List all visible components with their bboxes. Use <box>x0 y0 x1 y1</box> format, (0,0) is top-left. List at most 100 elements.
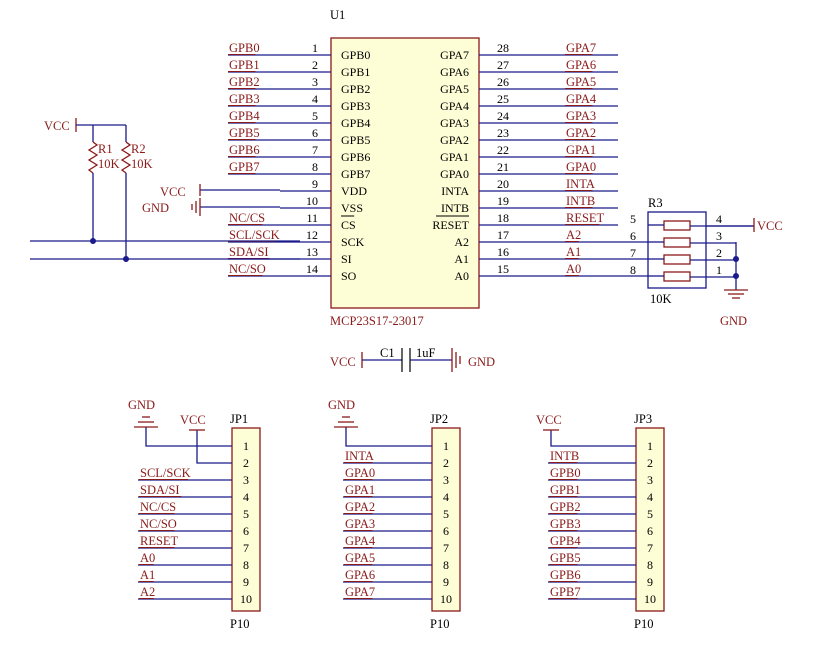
u1-pin-2-name: GPB1 <box>341 65 370 79</box>
c1-gnd-label: GND <box>468 355 495 369</box>
u1-pin-21-name: GPA0 <box>440 167 469 181</box>
jp3-vcc-label: VCC <box>536 413 562 427</box>
r3-element-4 <box>663 271 691 282</box>
u1-pin-15-number: 15 <box>497 262 509 276</box>
u1-pin-10-name: VSS <box>341 201 363 215</box>
u1-pin-23-name: GPA2 <box>440 133 469 147</box>
jp1-pin-8: 8 <box>243 558 249 572</box>
u1-net-gpb3: GPB3 <box>229 92 260 106</box>
u1-pin-16-name: A1 <box>454 252 469 266</box>
u1-pin-1-name: GPB0 <box>341 48 370 62</box>
u1-pin-17-name: A2 <box>454 235 469 249</box>
jp1-net-label: NC/SO <box>140 517 177 531</box>
r3-body <box>647 211 707 289</box>
u1-power: VCC GND <box>142 184 280 216</box>
r3-designator: R3 <box>648 196 663 210</box>
u1-pin-10-number: 10 <box>306 194 318 208</box>
r3-element-2 <box>663 237 691 248</box>
jp3-pin-5: 5 <box>647 507 653 521</box>
u1-pin-5-number: 5 <box>312 109 318 123</box>
jp3-pin-3: 3 <box>647 473 653 487</box>
jp3-net-label: GPB1 <box>550 483 581 497</box>
jp2-gnd-label: GND <box>328 398 355 412</box>
jp2-pin-7: 7 <box>443 541 449 555</box>
u1-net-sda-si: SDA/SI <box>229 245 269 259</box>
u1-pin-18-name: RESET <box>432 218 469 232</box>
jp2-pin-2: 2 <box>443 456 449 470</box>
jp3-pin-4: 4 <box>647 490 653 504</box>
u1-pin-1-number: 1 <box>312 41 318 55</box>
u1-pin-25-name: GPA4 <box>440 99 469 113</box>
u1-pin-17-number: 17 <box>497 228 509 242</box>
c1-vcc-label: VCC <box>330 355 356 369</box>
u1-net-nc-cs: NC/CS <box>229 211 265 225</box>
u1-pin-3-name: GPB2 <box>341 82 370 96</box>
u1-pin-7-name: GPB6 <box>341 150 370 164</box>
u1-net-gpb7: GPB7 <box>229 160 260 174</box>
r3-junction-1 <box>733 256 739 262</box>
jp1-net-label: SDA/SI <box>140 483 180 497</box>
jp2-pin-5: 5 <box>443 507 449 521</box>
r2-value: 10K <box>131 157 153 171</box>
r3-element-3 <box>663 254 691 265</box>
u1-net-gpa7: GPA7 <box>566 41 596 55</box>
u1-pin-12-number: 12 <box>306 228 318 242</box>
vss-gnd-label: GND <box>142 201 169 215</box>
r2-designator: R2 <box>131 142 146 156</box>
u1-body <box>330 37 480 309</box>
u1-pin-6-name: GPB5 <box>341 133 370 147</box>
jp1-pin-9: 9 <box>243 575 249 589</box>
jp3-net-label: INTB <box>550 449 579 463</box>
u1-pin-7-number: 7 <box>312 143 318 157</box>
jp1-vcc-wire <box>196 430 232 464</box>
jp1-pin-6: 6 <box>243 524 249 538</box>
r3-pin-3-number: 3 <box>716 229 722 243</box>
jp1-pin-1: 1 <box>243 439 249 453</box>
jp3-net-label: GPB4 <box>550 534 581 548</box>
r3-pin-7-number: 7 <box>630 246 636 260</box>
r1-designator: R1 <box>98 142 113 156</box>
jp3-net-label: GPB3 <box>550 517 581 531</box>
u1-pin-2-number: 2 <box>312 58 318 72</box>
jp1-pin-3: 3 <box>243 473 249 487</box>
jp2-gnd-wire <box>345 427 432 447</box>
r3-vcc-label: VCC <box>757 219 783 233</box>
jp3-pin-10: 10 <box>644 592 656 606</box>
jp2-net-label: INTA <box>345 449 374 463</box>
u1-pin-13-number: 13 <box>306 245 318 259</box>
c1-designator: C1 <box>380 346 395 360</box>
header-jp2: JP2P101GND2INTA3GPA04GPA15GPA26GPA37GPA4… <box>328 398 461 631</box>
u1-net-gpa2: GPA2 <box>566 126 596 140</box>
u1-pin-24-name: GPA3 <box>440 116 469 130</box>
u1-part-number: MCP23S17-23017 <box>330 314 424 328</box>
u1-pin-18-number: 18 <box>497 211 509 225</box>
u1-net-gpb4: GPB4 <box>229 109 260 123</box>
u1-pin-20-name: INTA <box>441 184 469 198</box>
jp2-pin-4: 4 <box>443 490 449 504</box>
jp2-net-label: GPA6 <box>345 568 375 582</box>
u1-net-nc-so: NC/SO <box>229 262 266 276</box>
pullup-vcc-label: VCC <box>44 119 70 133</box>
u1-pin-28-number: 28 <box>497 41 509 55</box>
jp3-footprint: P10 <box>634 617 653 631</box>
r3-pin-4-number: 4 <box>716 212 722 226</box>
jp1-net-label: SCL/SCK <box>140 466 191 480</box>
c1-capacitor: VCC C1 1uF GND <box>330 346 495 372</box>
jp2-footprint: P10 <box>430 617 449 631</box>
u1-pin-19-number: 19 <box>497 194 509 208</box>
jp1-pin-10: 10 <box>240 592 252 606</box>
r2-junction <box>123 256 129 262</box>
jp2-net-label: GPA2 <box>345 500 375 514</box>
jp2-pin-3: 3 <box>443 473 449 487</box>
u1-net-gpb0: GPB0 <box>229 41 260 55</box>
u1-pin-26-number: 26 <box>497 75 509 89</box>
r1-resistor <box>87 141 99 174</box>
jp3-designator: JP3 <box>634 412 652 426</box>
jp3-pin-1: 1 <box>647 439 653 453</box>
u1-net-gpa1: GPA1 <box>566 143 596 157</box>
u1-pin-25-number: 25 <box>497 92 509 106</box>
jp1-pin-4: 4 <box>243 490 249 504</box>
